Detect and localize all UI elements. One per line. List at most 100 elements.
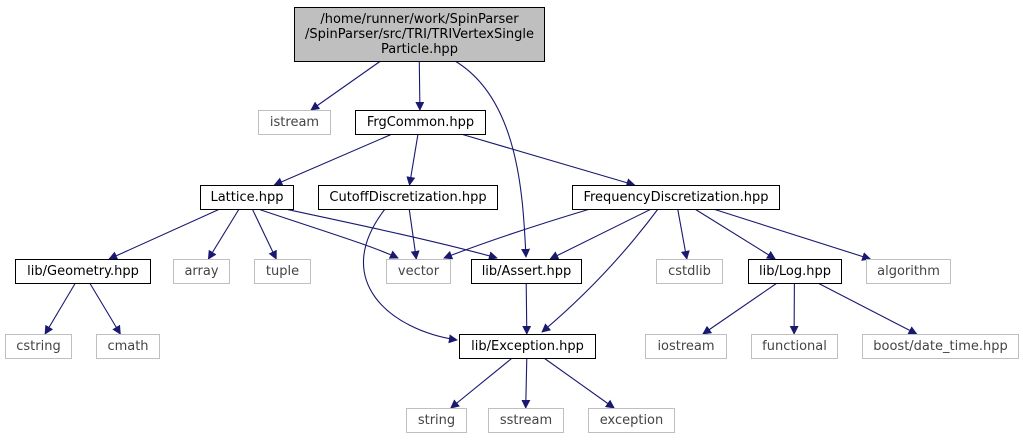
edge-root-to-assert [454,60,531,258]
edge-exception_hpp-to-string [450,357,513,409]
edge-geometry-to-cmath [89,282,121,335]
node-label-cmath: cmath [107,339,148,354]
node-tuple: tuple [254,259,311,284]
edge-freqdisc-to-exception_hpp [541,208,659,333]
node-box-array [173,259,230,284]
node-label-exception_hpp: lib/Exception.hpp [471,339,584,354]
node-label-cstring: cstring [16,339,60,354]
node-box-cstdlib [656,259,723,284]
node-label-root: Particle.hpp [381,42,458,57]
node-label-log: lib/Log.hpp [759,264,831,279]
node-string: string [406,408,467,433]
node-box-datetime [862,334,1019,359]
edge-lattice-to-geometry [108,208,221,260]
node-box-iostream [645,334,727,359]
node-box-log [748,259,842,284]
edges-layer [44,60,918,409]
node-box-functional [751,334,838,359]
edge-cutoff-to-exception_hpp [363,208,458,344]
edge-log-to-iostream [702,282,778,335]
node-array: array [173,259,230,284]
node-box-assert [471,259,582,284]
edge-frgcommon-to-lattice [273,133,393,186]
node-freqdisc[interactable]: FrequencyDiscretization.hpp [572,185,780,210]
node-label-iostream: iostream [657,339,714,354]
node-log[interactable]: lib/Log.hpp [748,259,842,284]
node-datetime: boost/date_time.hpp [862,334,1019,359]
node-label-functional: functional [762,339,827,354]
node-box-freqdisc [572,185,780,210]
edge-exception_hpp-to-exception [543,357,615,409]
edge-assert-to-exception_hpp [522,282,532,335]
node-root[interactable]: /home/runner/work/SpinParser/SpinParser/… [294,7,545,62]
edge-freqdisc-to-assert [549,208,652,260]
node-box-exception [588,408,675,433]
node-label-vector: vector [398,264,440,279]
node-label-cutoff: CutoffDiscretization.hpp [329,190,486,205]
node-exception: exception [588,408,675,433]
node-label-assert: lib/Assert.hpp [482,264,572,279]
node-vector: vector [386,259,451,284]
node-box-algorithm [866,259,951,284]
node-label-lattice: Lattice.hpp [210,190,283,205]
node-cutoff[interactable]: CutoffDiscretization.hpp [318,185,498,210]
node-box-sstream [488,408,564,433]
node-box-geometry [15,259,151,284]
node-label-exception: exception [600,413,664,428]
node-label-algorithm: algorithm [877,264,940,279]
node-label-datetime: boost/date_time.hpp [873,339,1007,354]
node-iostream: iostream [645,334,727,359]
node-label-freqdisc: FrequencyDiscretization.hpp [583,190,768,205]
edge-frgcommon-to-freqdisc [460,133,636,188]
edge-frgcommon-to-cutoff [406,133,419,186]
node-assert[interactable]: lib/Assert.hpp [471,259,582,284]
edge-lattice-to-vector [257,208,399,259]
node-frgcommon[interactable]: FrgCommon.hpp [355,110,486,135]
node-geometry[interactable]: lib/Geometry.hpp [15,259,151,284]
node-sstream: sstream [488,408,564,433]
edge-lattice-to-assert [284,208,498,261]
node-label-istream: istream [270,115,319,130]
edge-freqdisc-to-log [694,208,776,260]
node-box-root [294,7,545,62]
edge-cutoff-to-vector [408,208,420,260]
edge-freqdisc-to-vector [443,208,591,260]
edge-freqdisc-to-algorithm [713,208,872,261]
edge-lattice-to-array [207,208,240,260]
edge-geometry-to-cstring [44,282,76,335]
edge-exception_hpp-to-sstream [521,357,531,409]
node-label-array: array [184,264,218,279]
node-box-frgcommon [355,110,486,135]
node-cstdlib: cstdlib [656,259,723,284]
node-label-sstream: sstream [500,413,552,428]
node-label-geometry: lib/Geometry.hpp [27,264,139,279]
node-box-cmath [96,334,160,359]
edge-lattice-to-tuple [251,208,277,260]
node-label-tuple: tuple [266,264,299,279]
node-box-exception_hpp [459,334,596,359]
node-box-cutoff [318,185,498,210]
node-box-vector [386,259,451,284]
node-algorithm: algorithm [866,259,951,284]
edge-root-to-istream [310,60,381,111]
node-box-istream [258,110,331,135]
node-label-root: /home/runner/work/SpinParser [320,12,519,27]
node-cstring: cstring [5,334,72,359]
edge-freqdisc-to-cstdlib [677,208,690,260]
node-box-lattice [200,185,294,210]
nodes-layer: /home/runner/work/SpinParser/SpinParser/… [5,7,1019,433]
node-cmath: cmath [96,334,160,359]
node-label-root: /SpinParser/src/TRI/TRIVertexSingle [305,27,534,42]
node-label-frgcommon: FrgCommon.hpp [367,115,474,130]
node-functional: functional [751,334,838,359]
node-box-cstring [5,334,72,359]
edge-log-to-datetime [817,282,918,335]
node-label-cstdlib: cstdlib [668,264,711,279]
node-box-tuple [254,259,311,284]
node-istream: istream [258,110,331,135]
node-box-string [406,408,467,433]
edge-root-to-frgcommon [415,60,425,111]
node-lattice[interactable]: Lattice.hpp [200,185,294,210]
node-exception_hpp[interactable]: lib/Exception.hpp [459,334,596,359]
